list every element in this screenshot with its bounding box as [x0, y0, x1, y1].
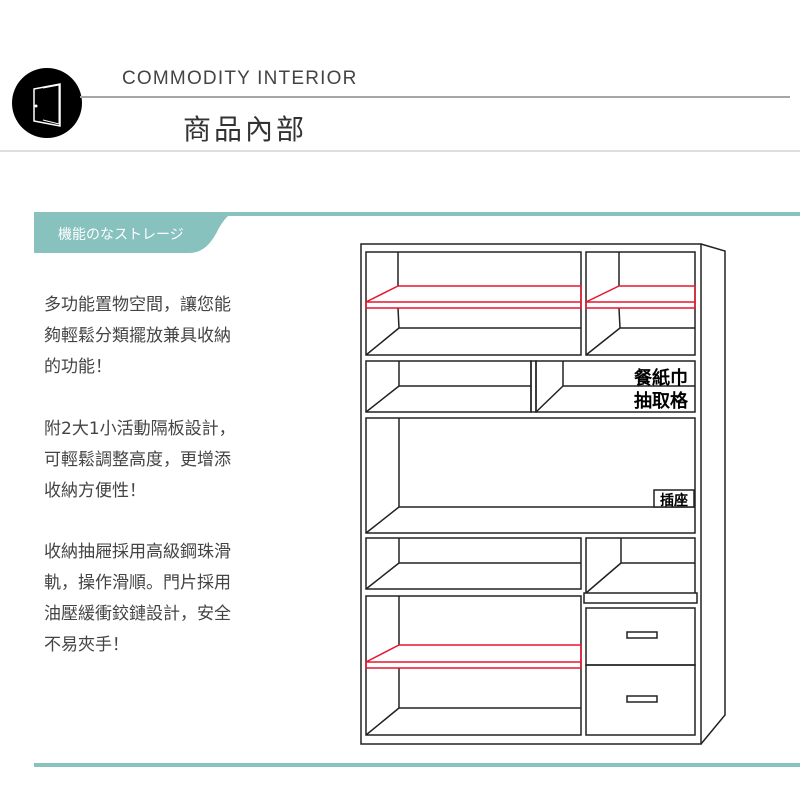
section-banner: [34, 212, 800, 253]
description-line: 收納抽屜採用高級鋼珠滑: [44, 542, 231, 562]
compartment-top-right: [585, 251, 696, 356]
drawer-upper: [585, 607, 696, 666]
adjustable-shelf-highlight: [585, 285, 696, 309]
napkin-label: 餐紙巾: [633, 367, 688, 389]
description-line: 不易夾手！: [44, 635, 129, 655]
compartment-bottom-left: [365, 595, 582, 736]
adjustable-shelf-highlight: [365, 644, 582, 669]
description-line: 軌，操作滑順。門片採用: [44, 573, 231, 593]
description-line: 多功能置物空間，讓您能: [44, 295, 231, 315]
description-line: 附2大1小活動隔板設計，: [44, 419, 236, 439]
socket-label: 插座: [660, 492, 688, 509]
description-paragraph: 收納抽屜採用高級鋼珠滑 軌，操作滑順。門片採用 油壓緩衝鉸鏈設計，安全 不易夾手…: [44, 537, 284, 661]
cabinet-side-panel: [700, 243, 726, 745]
description-paragraph: 附2大1小活動隔板設計， 可輕鬆調整高度，更增添 收納方便性！: [44, 414, 284, 507]
drawer-handle: [626, 631, 658, 639]
description-line: 的功能！: [44, 357, 112, 377]
description-paragraph: 多功能置物空間，讓您能 夠輕鬆分類擺放兼具收納 的功能！: [44, 290, 284, 383]
door-icon: [12, 68, 82, 138]
description-line: 夠輕鬆分類擺放兼具收納: [44, 326, 231, 346]
compartment-lower-right: [583, 537, 698, 604]
drawer-handle: [626, 695, 658, 703]
compartment-napkin: [535, 360, 696, 413]
compartment-top-left: [365, 251, 582, 356]
description-line: 可輕鬆調整高度，更增添: [44, 450, 231, 470]
section-banner-label: 機能のなストレージ: [58, 227, 184, 243]
compartment-open-wide: [365, 417, 696, 534]
drawer-rail: [583, 592, 698, 604]
section-title-chinese: 商品內部: [183, 113, 308, 146]
drawer-lower: [585, 664, 696, 736]
footer-divider: [34, 763, 800, 767]
description-line: 收納方便性！: [44, 481, 146, 501]
adjustable-shelf-highlight: [365, 285, 582, 309]
cabinet-frame: [360, 243, 702, 745]
header-divider: [80, 96, 790, 98]
header-bottom-divider: [0, 150, 800, 152]
section-title-english: COMMODITY INTERIOR: [122, 68, 358, 89]
description-line: 油壓緩衝鉸鏈設計，安全: [44, 604, 231, 624]
socket-box: [653, 489, 695, 508]
compartment-lower-left: [365, 537, 582, 590]
compartment-middle-left: [365, 360, 532, 413]
napkin-label: 抽取格: [634, 390, 689, 412]
